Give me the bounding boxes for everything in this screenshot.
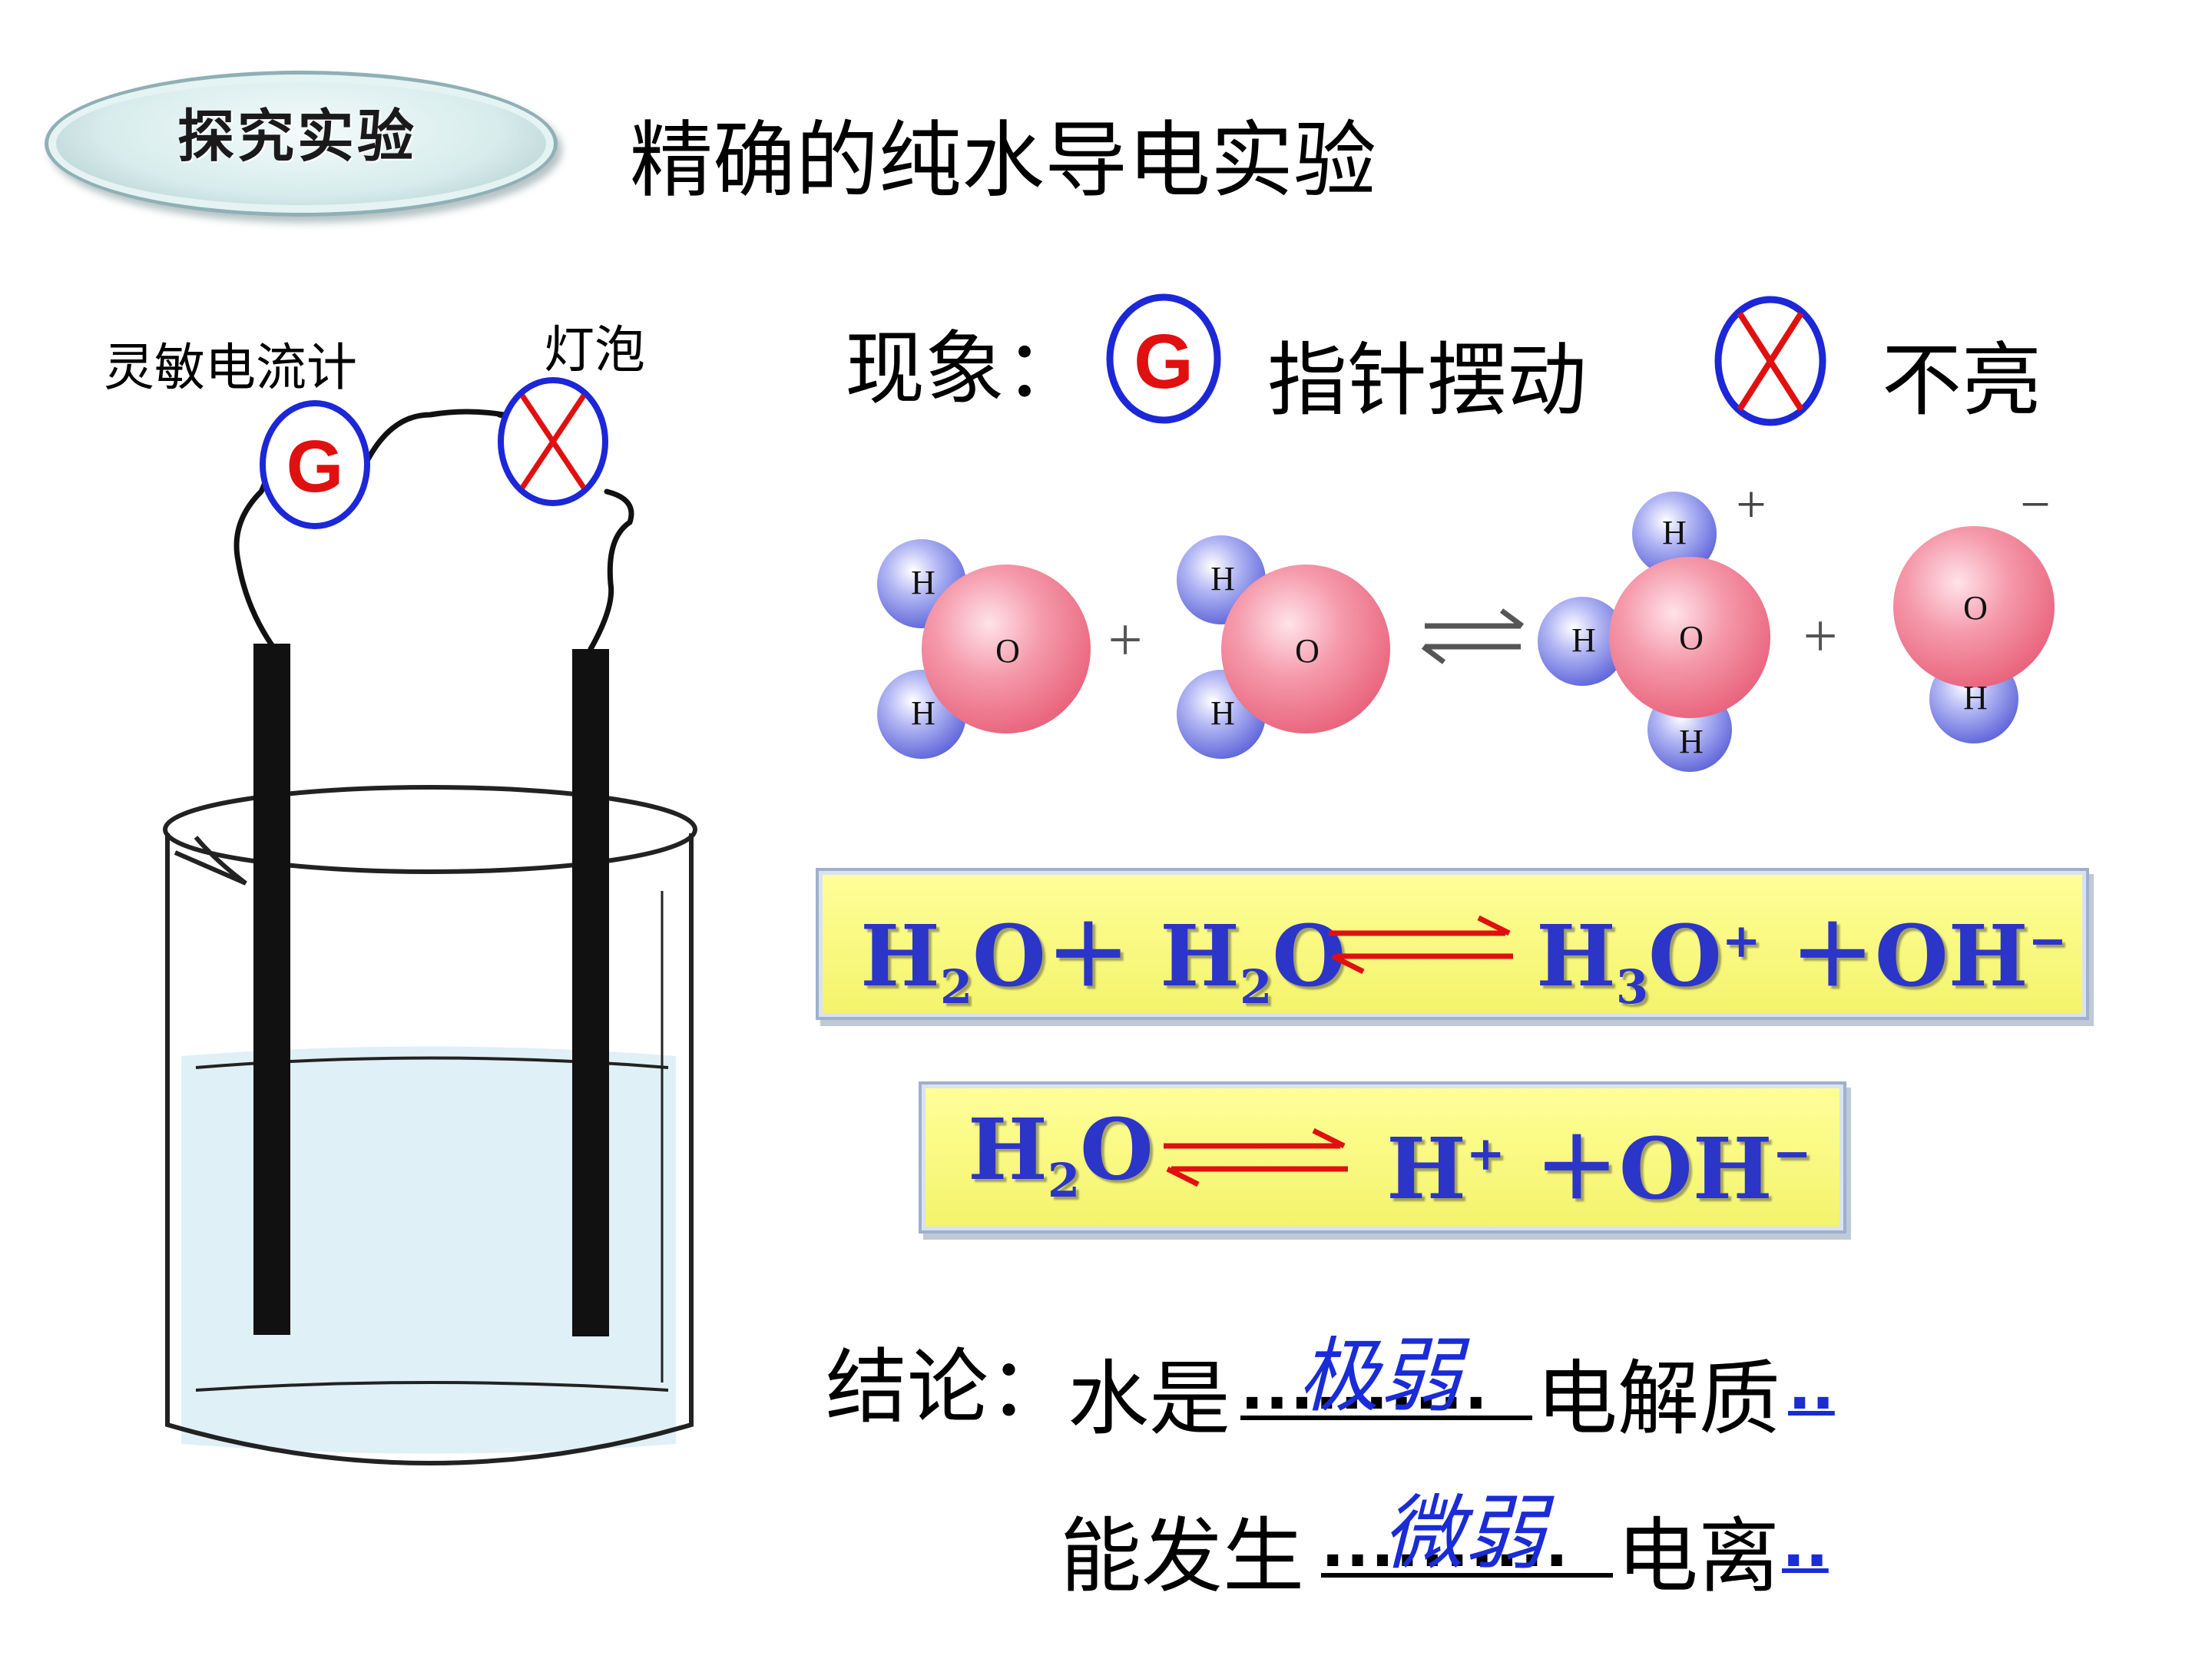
- bulb-symbol: [498, 377, 608, 506]
- conclusion-line1-suffix: 电解质: [1536, 1352, 1780, 1446]
- answer-blank: ..........: [1240, 1352, 1489, 1423]
- water-molecule-1: H H O: [877, 539, 1091, 759]
- answer-underline: [1240, 1416, 1532, 1420]
- svg-text:H: H: [1210, 560, 1235, 598]
- water-autoionization-diagram: H H O + H H O H H H: [877, 484, 2055, 772]
- hydronium-ion: H H H O +: [1538, 484, 1770, 772]
- answer-1: 极弱: [1298, 1329, 1461, 1423]
- svg-text:H: H: [911, 564, 935, 601]
- svg-text:G: G: [1134, 319, 1194, 405]
- plus-sign: +: [1108, 607, 1142, 674]
- svg-text:O: O: [1295, 632, 1320, 670]
- svg-text:H: H: [911, 694, 935, 732]
- section-badge: [45, 71, 558, 217]
- svg-text:H: H: [1679, 723, 1704, 760]
- equation-box-2: [919, 1081, 1846, 1233]
- hydroxide-ion: O H −: [1893, 484, 2055, 743]
- bulb-off-icon: [1714, 296, 1826, 426]
- experiment-apparatus: G: [163, 377, 697, 1465]
- right-electrode: [572, 649, 609, 1336]
- equation-2-right: H+ ＋OH−: [1386, 1119, 1812, 1218]
- section-badge-label: 探究实验: [177, 104, 417, 170]
- trailing-dots: ..: [1788, 1352, 1835, 1423]
- svg-text:H: H: [1963, 679, 1988, 717]
- equation-1-right: H3O+ ＋OH−: [1536, 906, 2068, 1015]
- water: [181, 1046, 676, 1454]
- galvanometer-symbol: G: [260, 400, 370, 529]
- svg-text:O: O: [1679, 619, 1704, 657]
- svg-text:+: +: [1736, 484, 1766, 535]
- equilibrium-arrow-icon: [1329, 915, 1513, 975]
- svg-text:H: H: [1210, 694, 1235, 732]
- svg-text:H: H: [1571, 621, 1596, 659]
- svg-text:O: O: [1963, 589, 1988, 627]
- meter-phenomenon: 指针摆动: [1267, 333, 1588, 427]
- svg-text:O: O: [995, 632, 1020, 670]
- answer-underline: [1321, 1573, 1613, 1578]
- conclusion-line2-suffix: 电离: [1617, 1509, 1780, 1604]
- svg-text:−: −: [2020, 484, 2050, 535]
- equation-box-1: [816, 868, 2089, 1020]
- equation-1-left: H2O＋ H2O: [860, 906, 1346, 1015]
- left-electrode: [253, 644, 290, 1335]
- phenomenon-label: 现象：: [845, 322, 1085, 416]
- meter-symbol-icon: G: [1106, 293, 1221, 424]
- answer-2: 微弱: [1382, 1486, 1545, 1581]
- equilibrium-arrow-icon: [1421, 608, 1525, 664]
- conclusion-line1-prefix: 水是: [1068, 1352, 1230, 1446]
- answer-blank: ..........: [1321, 1509, 1570, 1581]
- equation-2-left: H2O: [968, 1100, 1154, 1208]
- bulb-phenomenon: 不亮: [1882, 333, 2042, 427]
- equilibrium-arrow-icon: [1164, 1128, 1348, 1187]
- svg-text:G: G: [286, 426, 344, 508]
- conclusion-label: 结论：: [826, 1340, 1070, 1435]
- bulb-label: 灯泡: [544, 320, 645, 379]
- plus-sign: +: [1803, 603, 1837, 671]
- page-title: 精确的纯水导电实验: [630, 113, 1377, 209]
- galvanometer-label: 灵敏电流计: [104, 338, 357, 397]
- trailing-dots: ..: [1782, 1509, 1829, 1581]
- conclusion-line2-prefix: 能发生: [1060, 1509, 1304, 1604]
- svg-text:H: H: [1662, 514, 1687, 551]
- water-molecule-2: H H O: [1177, 535, 1390, 759]
